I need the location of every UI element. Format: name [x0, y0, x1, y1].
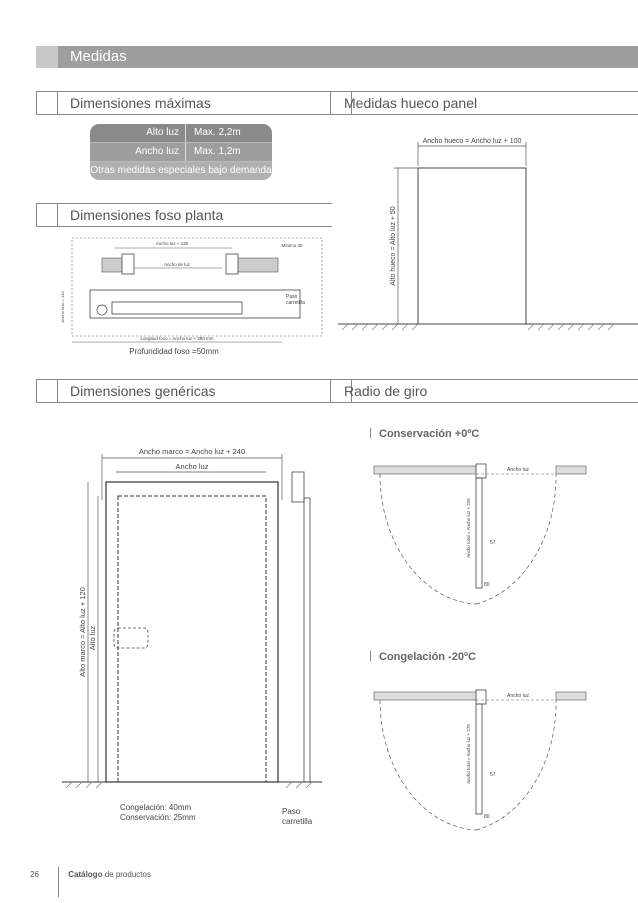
table-row: Ancho luz Max. 1,2m: [90, 143, 272, 162]
hueco-panel-drawing: Ancho hueco = Ancho luz + 100 Alto hueco…: [338, 138, 638, 331]
section-genericas: Dimensiones genéricas Radio de giro: [36, 379, 638, 403]
section-box: [36, 380, 58, 402]
table-note: Otras medidas especiales bajo demanda: [90, 165, 272, 176]
section-title: Medidas hueco panel: [344, 95, 478, 111]
door-handle: [113, 627, 149, 649]
giro-cons-alto: Ancho total = Ancho luz + 225: [466, 498, 471, 558]
table-label: Alto luz: [90, 124, 186, 142]
section-title: Dimensiones máximas: [70, 95, 211, 111]
gen-alto-marco: Alto marco = Alto luz + 120: [78, 587, 87, 677]
section-box: [36, 92, 58, 114]
giro-congelacion-drawing: Ancho luz Ancho total = Ancho luz + 270 …: [373, 689, 587, 831]
gen-conservacion: Conservación: 25mm: [120, 813, 196, 822]
giro-cons-title-text: Conservación +0ºC: [379, 428, 480, 440]
giro-cong-title-text: Congelación -20ºC: [379, 651, 476, 663]
giro-cong-title: Congelación -20ºC: [370, 651, 476, 663]
table-label: Ancho luz: [90, 143, 186, 161]
gen-ancho-marco: Ancho marco = Ancho luz + 240: [139, 447, 245, 456]
gen-congelacion: Congelación: 40mm: [120, 803, 191, 812]
catalog-rest: de productos: [102, 870, 151, 879]
table-value: Max. 1,2m: [194, 146, 241, 157]
genericas-door-drawing: Ancho marco = Ancho luz + 240 Ancho luz …: [62, 447, 322, 826]
section-box: [330, 380, 352, 402]
section-dim-max: Dimensiones máximas Medidas hueco panel: [36, 91, 638, 115]
bullet-mark: [370, 428, 371, 438]
gen-carretilla: carretilla: [282, 817, 313, 826]
gen-paso: Paso: [282, 807, 301, 816]
page-number: 26: [30, 870, 39, 879]
hueco-ancho-label: Ancho hueco = Ancho luz + 100: [423, 138, 522, 145]
gen-ancho-luz: Ancho luz: [176, 462, 209, 471]
section-title: Radio de giro: [344, 383, 428, 399]
header-bar: Medidas: [36, 46, 638, 68]
giro-cons-57: 57: [490, 540, 496, 546]
foso-ancho-foso: Ancho foso = 110: [60, 291, 65, 323]
gen-alto-luz: Alto luz: [88, 625, 97, 650]
foso-planta-drawing: Ancho luz + 130 Mínimo 30 Ancho de luz A…: [60, 237, 323, 356]
door-leaf: [117, 495, 267, 783]
hueco-panel-rect: [417, 167, 527, 325]
section-title: Dimensiones foso planta: [70, 207, 224, 223]
giro-conservacion-drawing: Ancho luz Ancho total = Ancho luz + 225 …: [373, 463, 587, 605]
foso-profundidad: Profundidad foso =50mm: [129, 347, 219, 356]
giro-cong-alto: Ancho total = Ancho luz + 270: [466, 724, 471, 784]
hueco-alto-label: Alto hueco = Alto luz + 50: [390, 206, 397, 285]
max-dimensions-table: Alto luz Max. 2,2m Ancho luz Max. 1,2m O…: [90, 124, 272, 180]
giro-cong-ancho-luz: Ancho luz: [507, 693, 529, 699]
catalog-label: Catálogo de productos: [68, 870, 151, 879]
catalog-bold: Catálogo: [68, 870, 103, 879]
table-row: Otras medidas especiales bajo demanda: [90, 162, 272, 180]
foso-paso: Paso: [286, 294, 298, 300]
giro-cong-57: 57: [490, 772, 496, 778]
foso-carretilla: carretilla: [286, 300, 305, 306]
header-tab: [36, 46, 58, 68]
giro-cong-80: 80: [484, 814, 490, 820]
foso-ancho-130: Ancho luz + 130: [156, 241, 189, 246]
foso-minimo: Mínimo 30: [281, 243, 303, 248]
section-title: Dimensiones genéricas: [70, 383, 216, 399]
table-value: Max. 2,2m: [194, 127, 241, 138]
giro-cons-ancho-luz: Ancho luz: [507, 467, 529, 473]
giro-cons-title: Conservación +0ºC: [370, 428, 479, 440]
section-foso: Dimensiones foso planta: [36, 203, 332, 227]
foso-ancho-luz: Ancho de luz: [164, 262, 191, 267]
door-frame: [105, 481, 279, 783]
foso-longitud: Longitud foso = Ancho luz + 380 mm: [140, 336, 213, 341]
section-box: [330, 92, 352, 114]
page-title: Medidas: [70, 48, 127, 65]
footer-separator: [58, 867, 59, 897]
section-box: [36, 204, 58, 226]
table-row: Alto luz Max. 2,2m: [90, 124, 272, 143]
footer: 26 Catálogo de productos: [30, 867, 151, 897]
bullet-mark: [370, 651, 371, 661]
giro-cons-80: 80: [484, 582, 490, 588]
